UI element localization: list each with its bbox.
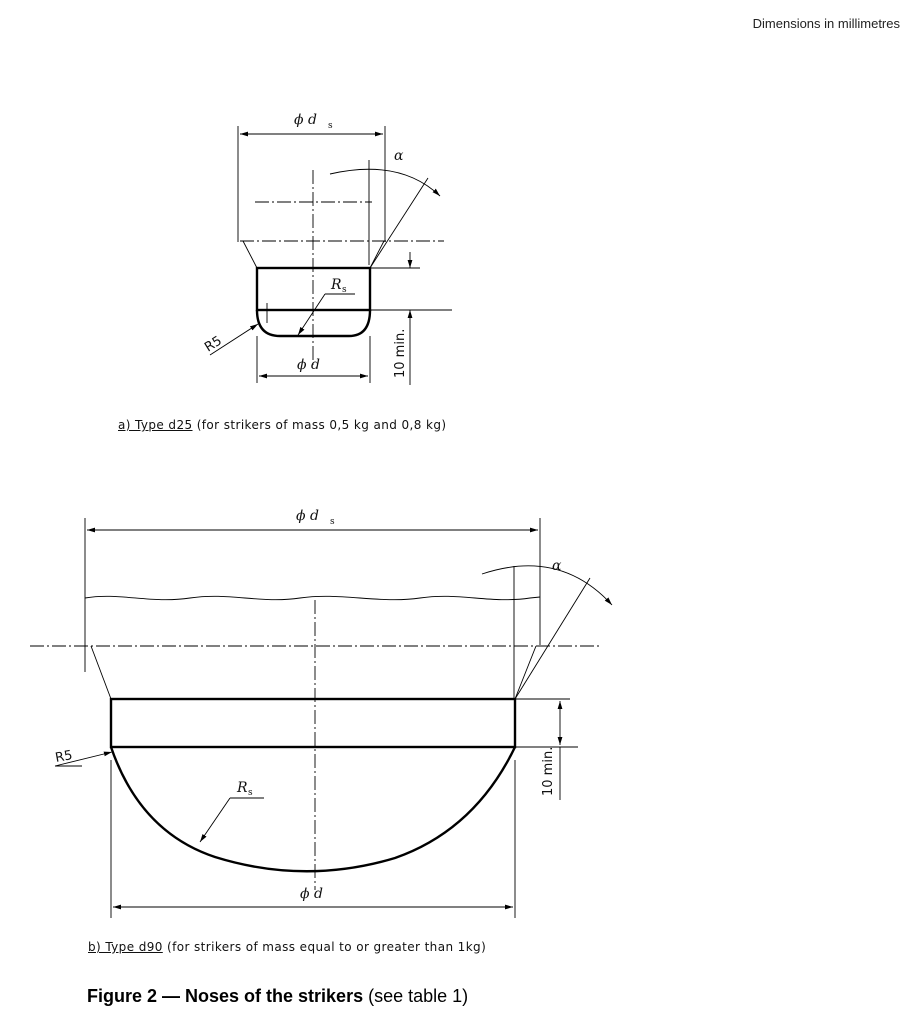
nose-tip-b bbox=[109, 746, 517, 873]
figure-title-bold: Figure 2 — Noses of the strikers bbox=[87, 986, 364, 1006]
caption-figure-a: a) Type d25 (for strikers of mass 0,5 kg… bbox=[118, 418, 446, 432]
units-note: Dimensions in millimetres bbox=[752, 16, 900, 31]
rs-subscript-b: s bbox=[248, 788, 253, 798]
figure-title: Figure 2 — Noses of the strikers (see ta… bbox=[87, 986, 468, 1007]
caption-b-type: b) Type d90 bbox=[88, 940, 163, 954]
figure-b-drawing bbox=[30, 518, 613, 918]
alpha-label-a: α bbox=[394, 148, 404, 164]
rs-label-a: R bbox=[330, 277, 342, 293]
caption-a-rest: (for strikers of mass 0,5 kg and 0,8 kg) bbox=[192, 418, 447, 432]
nose-body-a bbox=[255, 266, 372, 312]
caption-a-type: a) Type d25 bbox=[118, 418, 193, 432]
d-label-a: ϕ d bbox=[297, 357, 320, 373]
d-label-b: ϕ d bbox=[300, 886, 323, 902]
rs-label-b: R bbox=[236, 780, 248, 796]
nose-body-b bbox=[109, 697, 517, 749]
min-height-label-a: 10 min. bbox=[393, 329, 408, 378]
min-height-label-b: 10 min. bbox=[541, 747, 556, 796]
figure-title-normal: (see table 1) bbox=[363, 986, 469, 1006]
alpha-label-b: α bbox=[552, 558, 562, 574]
caption-b-rest: (for strikers of mass equal to or greate… bbox=[162, 940, 487, 954]
ds-label-a: ϕ d bbox=[294, 112, 317, 128]
ds-label-b: ϕ d bbox=[296, 508, 319, 524]
ds-subscript-a: s bbox=[328, 121, 333, 131]
break-line-b bbox=[84, 595, 541, 601]
ds-subscript-b: s bbox=[330, 517, 335, 527]
nose-tip-a bbox=[255, 309, 372, 338]
figure-a-drawing bbox=[209, 126, 452, 385]
r5-label-a: R5 bbox=[202, 333, 225, 355]
rs-subscript-a: s bbox=[342, 285, 347, 295]
r5-label-b: R5 bbox=[54, 748, 74, 766]
caption-figure-b: b) Type d90 (for strikers of mass equal … bbox=[88, 940, 486, 954]
